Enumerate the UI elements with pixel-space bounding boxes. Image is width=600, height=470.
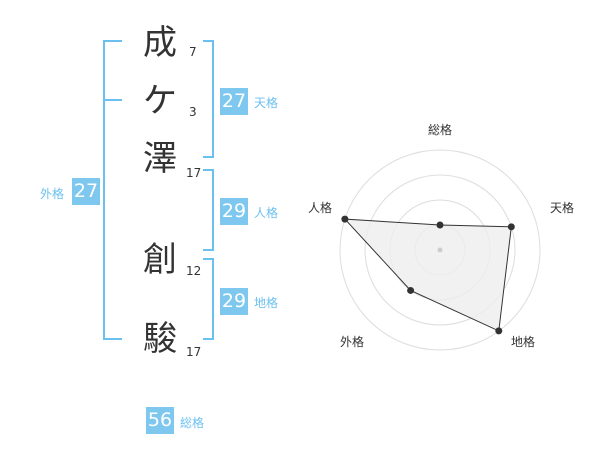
name-char-4: 創 bbox=[143, 240, 177, 280]
name-char-1: 成 bbox=[143, 23, 177, 63]
name-char-2: ケ bbox=[143, 81, 177, 121]
stroke-count-4: 12 bbox=[186, 264, 202, 278]
gaikaku-bracket bbox=[103, 40, 122, 340]
radar-point-2 bbox=[507, 223, 515, 231]
radar-ring bbox=[339, 149, 541, 351]
stroke-count-2: 3 bbox=[189, 105, 197, 119]
chikaku-label: 地格 bbox=[254, 296, 279, 310]
soukaku-badge: 56 bbox=[146, 407, 174, 434]
radar-center-dot bbox=[437, 247, 443, 253]
radar-point-5 bbox=[341, 215, 349, 223]
jinkaku-label: 人格 bbox=[254, 206, 279, 220]
soukaku-label: 総格 bbox=[180, 416, 205, 430]
tenkaku-badge: 27 bbox=[220, 88, 248, 115]
jinkaku-badge: 29 bbox=[220, 198, 248, 225]
radar-point-1 bbox=[436, 221, 444, 229]
stroke-count-1: 7 bbox=[189, 45, 197, 59]
stroke-count-3: 17 bbox=[186, 166, 202, 180]
jinkaku-bracket bbox=[203, 169, 214, 251]
radar-chart bbox=[339, 149, 541, 351]
radar-axis-label-tenkaku: 天格 bbox=[550, 201, 575, 215]
radar-axis-label-chikaku: 地格 bbox=[511, 335, 536, 349]
name-char-3: 澤 bbox=[143, 139, 177, 179]
chikaku-badge: 29 bbox=[220, 288, 248, 315]
stroke-count-5: 17 bbox=[186, 345, 202, 359]
radar-series-polygon bbox=[343, 218, 512, 332]
gaikaku-badge: 27 bbox=[72, 178, 100, 205]
radar-axis-label-soukaku: 総格 bbox=[428, 123, 453, 137]
chikaku-bracket bbox=[203, 258, 214, 340]
radar-axis-label-gaikaku: 外格 bbox=[340, 335, 365, 349]
tenkaku-label: 天格 bbox=[254, 96, 279, 110]
radar-point-4 bbox=[407, 286, 415, 294]
name-char-5: 駿 bbox=[143, 319, 177, 359]
radar-point-3 bbox=[495, 327, 503, 335]
tenkaku-bracket bbox=[203, 40, 214, 158]
radar-ring bbox=[364, 174, 516, 326]
gaikaku-label: 外格 bbox=[40, 187, 65, 201]
radar-axis-label-jinkaku: 人格 bbox=[308, 201, 333, 215]
